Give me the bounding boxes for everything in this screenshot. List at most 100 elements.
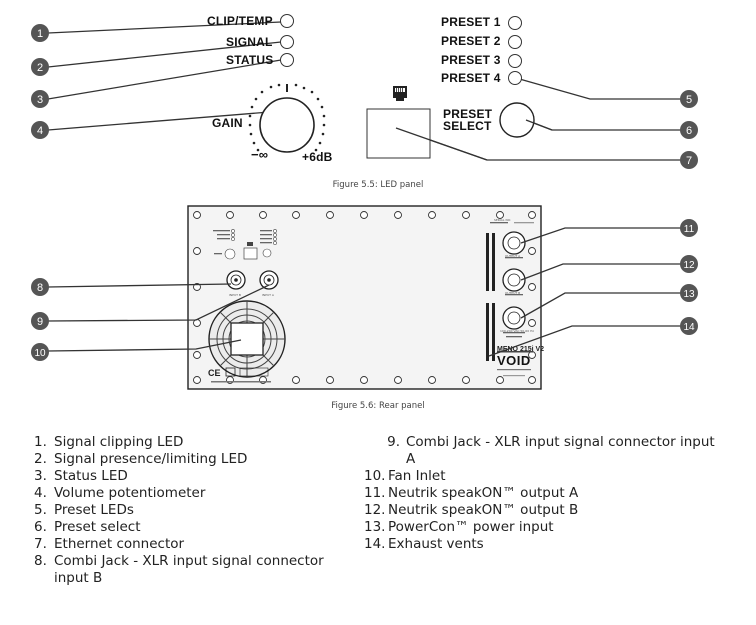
preset-select-line1: PRESET (443, 107, 493, 121)
preset-select-button-icon (499, 102, 535, 138)
status-led-icon (280, 53, 294, 67)
legend-text: Status LED (54, 468, 128, 484)
legend-item-4: 4. Volume potentiometer (34, 485, 364, 502)
legend-item-13: 13. PowerCon™ power input (364, 519, 724, 536)
led-panel-figure: 1 2 3 4 5 6 7 (31, 14, 698, 169)
legend-text: Preset LEDs (54, 502, 134, 518)
callout-10: 10 (34, 348, 46, 359)
legend-item-1: 1. Signal clipping LED (34, 434, 364, 451)
callouts-rear-panel: 8 9 10 11 12 13 14 (31, 219, 698, 361)
preset-1-label: PRESET 1 (441, 15, 501, 29)
preset-4-label: PRESET 4 (441, 71, 501, 85)
preset-select-label: PRESET SELECT (443, 108, 492, 132)
leader-lines-right (395, 77, 689, 161)
legend-text: Combi Jack - XLR input signal connector … (406, 434, 715, 467)
legend-text: Fan Inlet (388, 468, 446, 484)
model-text: MENO 215i V2 (497, 346, 544, 353)
preset-2-label: PRESET 2 (441, 34, 501, 48)
legend-text: PowerCon™ power input (388, 519, 554, 535)
speakon-output-a-icon (502, 231, 526, 259)
legend-text: Preset select (54, 519, 141, 535)
callout-1: 1 (37, 28, 43, 40)
legend-text: Ethernet connector (54, 536, 185, 552)
preset-4-led-icon (508, 71, 522, 85)
speakon-output-b-icon (502, 268, 526, 296)
legend-num: 9. (387, 434, 400, 450)
callout-8: 8 (37, 282, 43, 294)
callout-3: 3 (37, 94, 43, 106)
legend-num: 5. (34, 502, 47, 518)
gain-max-label: +6dB (302, 150, 333, 164)
regulatory-marks: CE (208, 367, 271, 383)
legend-item-2: 2. Signal presence/limiting LED (34, 451, 364, 468)
leader-lines-left (47, 21, 283, 131)
svg-text:CE: CE (208, 368, 221, 378)
legend-item-5: 5. Preset LEDs (34, 502, 364, 519)
preset-3-label: PRESET 3 (441, 53, 501, 67)
legend-text: Combi Jack - XLR input signal connector … (54, 553, 324, 586)
legend-item-7: 7. Ethernet connector (34, 536, 364, 553)
legend-item-6: 6. Preset select (34, 519, 364, 536)
status-label: STATUS (226, 53, 274, 67)
legend-num: 3. (34, 468, 47, 484)
legend-item-12: 12. Neutrik speakON™ output B (364, 502, 724, 519)
legend-num: 7. (34, 536, 47, 552)
signal-led-icon (280, 35, 294, 49)
legend-num: 4. (34, 485, 47, 501)
ethernet-connector-box (366, 108, 431, 159)
signal-label: SIGNAL (226, 35, 273, 49)
legend-text: Neutrik speakON™ output A (388, 485, 579, 501)
gain-knob-icon (248, 83, 326, 153)
legend-right: 9. Combi Jack - XLR input signal connect… (364, 434, 724, 553)
combi-jack-input-a-icon (259, 270, 279, 290)
gain-min-label: −∞ (251, 147, 269, 162)
ethernet-port-icon (393, 86, 407, 101)
preset-2-led-icon (508, 35, 522, 49)
callout-14: 14 (683, 322, 695, 333)
legend-num: 11. (364, 485, 386, 501)
legend-item-8: 8. Combi Jack - XLR input signal connect… (34, 553, 364, 587)
callout-9: 9 (37, 316, 43, 328)
preset-select-line2: SELECT (443, 119, 492, 133)
callout-7: 7 (686, 155, 692, 167)
callout-4: 4 (37, 125, 43, 137)
mini-led-panel (213, 229, 277, 260)
callout-5: 5 (686, 94, 692, 106)
output-a-mark: OUTPUT A (505, 254, 521, 258)
powercon-input-icon (502, 306, 526, 338)
fan-inlet-icon (208, 300, 286, 378)
legend-item-10: 10. Fan Inlet (364, 468, 724, 485)
power-in-mark: 100-240 VAC 50-60 Hz (500, 329, 534, 333)
legend-text: Neutrik speakON™ output B (388, 502, 579, 518)
figure-5-5-caption: Figure 5.5: LED panel (332, 180, 424, 190)
callout-13: 13 (683, 289, 695, 300)
preset-3-led-icon (508, 54, 522, 68)
void-logo: VOID (497, 353, 531, 368)
legend-text: Signal clipping LED (54, 434, 184, 450)
serial-mark: SERIAL NO: (494, 218, 512, 222)
output-b-mark: OUTPUT B (505, 291, 521, 295)
legend-num: 10. (364, 468, 386, 484)
clip-temp-led-icon (280, 14, 294, 28)
legend-num: 1. (34, 434, 47, 450)
clip-temp-label: CLIP/TEMP (207, 14, 273, 28)
combi-jack-input-b-icon (226, 270, 246, 290)
gain-label: GAIN (212, 116, 243, 130)
exhaust-vents (486, 233, 495, 361)
callout-2: 2 (37, 62, 43, 74)
legend-num: 8. (34, 553, 47, 569)
figure-5-6-caption: Figure 5.6: Rear panel (331, 401, 425, 411)
callout-12: 12 (683, 260, 695, 271)
legend-num: 6. (34, 519, 47, 535)
callout-11: 11 (684, 224, 695, 235)
legend-num: 13. (364, 519, 386, 535)
legend-item-14: 14. Exhaust vents (364, 536, 724, 553)
legend-text: Signal presence/limiting LED (54, 451, 248, 467)
legend-item-11: 11. Neutrik speakON™ output A (364, 485, 724, 502)
legend-num: 14. (364, 536, 386, 552)
callouts-led-panel: 1 2 3 4 5 6 7 (31, 24, 698, 169)
legend-text: Exhaust vents (388, 536, 484, 552)
input-a-mark: INPUT A (262, 293, 274, 297)
legend-num: 2. (34, 451, 47, 467)
input-b-mark: INPUT B (229, 293, 241, 297)
